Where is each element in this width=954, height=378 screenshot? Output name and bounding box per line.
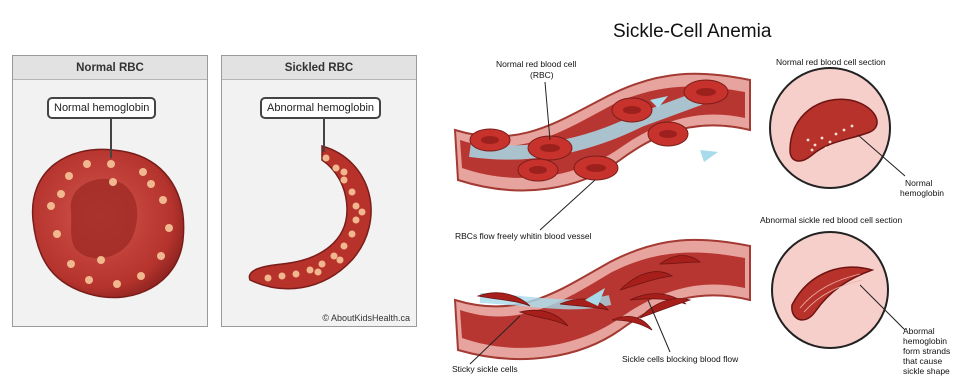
abnormal-hemoglobin-label-4: that cause	[903, 356, 942, 366]
sticky-sickle-cells-label: Sticky sickle cells	[452, 364, 518, 374]
abnormal-hemoglobin-label-3: form strands	[903, 346, 950, 356]
rbc-label-line1: Normal red blood cell	[496, 59, 576, 69]
normal-section-label: Normal red blood cell section	[776, 57, 886, 67]
sickle-cell-section-circle	[772, 232, 905, 348]
normal-cell-section-circle	[770, 68, 905, 188]
abnormal-hemoglobin-label-5: sickle shape	[903, 366, 950, 376]
normal-blood-vessel	[455, 74, 750, 191]
sickle-blocking-label: Sickle cells blocking blood flow	[622, 354, 738, 364]
abnormal-hemoglobin-label-1: Abormal	[903, 326, 935, 336]
normal-hemoglobin-label-2: hemoglobin	[900, 188, 944, 198]
sickle-blood-vessel	[455, 240, 750, 359]
flow-freely-label: RBCs flow freely whitin blood vessel	[455, 231, 592, 241]
rbc-label-line2: (RBC)	[530, 70, 554, 80]
abnormal-section-label: Abnormal sickle red blood cell section	[760, 215, 902, 225]
normal-hemoglobin-label-1: Normal	[905, 178, 932, 188]
abnormal-hemoglobin-label-2: hemoglobin	[903, 336, 947, 346]
